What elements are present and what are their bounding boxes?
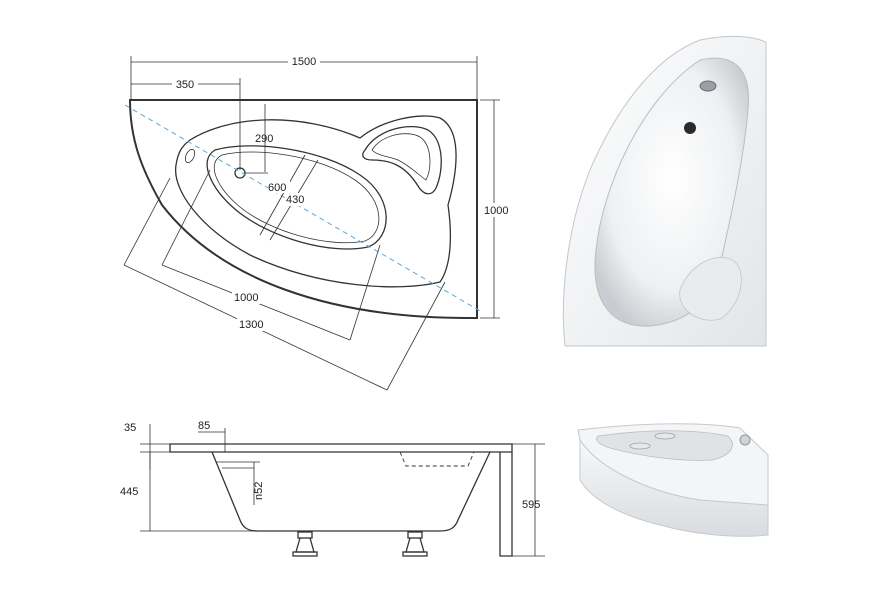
tub-basin-inner	[213, 151, 380, 244]
side-seat-dashed	[399, 451, 475, 467]
dim-rim-offset: 85	[198, 420, 210, 432]
dim-rim-thickness: 35	[124, 422, 136, 434]
side-foot-left	[292, 531, 318, 557]
overflow-outline	[184, 149, 196, 163]
dim-depth: 445	[120, 486, 138, 498]
photo-perspective-basin	[596, 430, 733, 461]
dim-inner-600: 600	[268, 182, 286, 194]
dim-drain-offset: 290	[255, 133, 273, 145]
dim-diagonal-1000: 1000	[234, 292, 258, 304]
photo-perspective-handle-right	[654, 432, 676, 440]
dim-width-total: 1500	[292, 56, 316, 68]
photo-perspective-faucet	[739, 434, 751, 446]
dim-diagonal-1300: 1300	[239, 319, 263, 331]
side-tub-body	[211, 451, 491, 532]
photo-top-view	[562, 35, 767, 347]
side-view: n52 35 85 445 595	[118, 420, 545, 557]
photo-top-overflow	[699, 80, 717, 92]
tub-seat-inner	[371, 133, 431, 181]
dim-height-total: 1000	[484, 205, 508, 217]
dim-inner-430: 430	[286, 194, 304, 206]
dim-drain-height: n52	[253, 482, 265, 500]
tub-rim-outline	[175, 115, 457, 288]
dim-panel-height: 595	[522, 499, 540, 511]
diagonal-axis	[124, 104, 483, 313]
tub-seat-outline	[362, 126, 442, 195]
photo-perspective-handle-left	[629, 442, 651, 450]
photo-top-drain	[684, 122, 696, 134]
top-view: 1500 350 290 600 430 1000 1000	[123, 54, 512, 391]
photo-perspective-view	[577, 423, 769, 537]
side-panel	[499, 452, 513, 557]
side-foot-right	[402, 531, 428, 557]
photo-top-seat	[679, 257, 742, 321]
tub-basin-outline	[206, 145, 387, 250]
tub-outer-outline	[128, 99, 478, 319]
side-rim	[169, 443, 513, 453]
dim-offset-left: 350	[176, 79, 194, 91]
